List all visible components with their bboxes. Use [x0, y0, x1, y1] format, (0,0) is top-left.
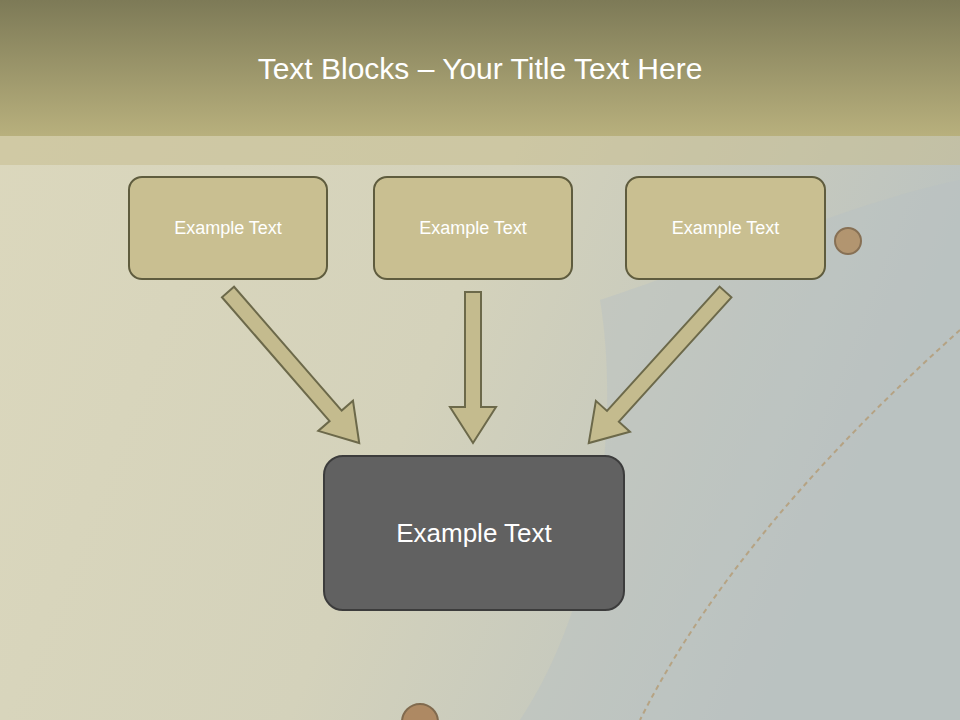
- title: Text Blocks – Your Title Text Here: [0, 52, 960, 86]
- rivet-button: [835, 228, 861, 254]
- header-strip: [0, 135, 960, 165]
- box-text: Example Text: [672, 218, 780, 239]
- header-band: [0, 0, 960, 136]
- rivet-button: [402, 704, 438, 720]
- process-box: Example Text: [625, 176, 826, 280]
- block-arrow: [589, 287, 732, 443]
- process-box: Example Text: [373, 176, 573, 280]
- block-arrow: [222, 287, 359, 443]
- box-text: Example Text: [174, 218, 282, 239]
- box-text: Example Text: [396, 518, 552, 549]
- result-box: Example Text: [323, 455, 625, 611]
- box-text: Example Text: [419, 218, 527, 239]
- block-arrow: [450, 292, 496, 443]
- process-box: Example Text: [128, 176, 328, 280]
- seam-stitch: [640, 330, 960, 720]
